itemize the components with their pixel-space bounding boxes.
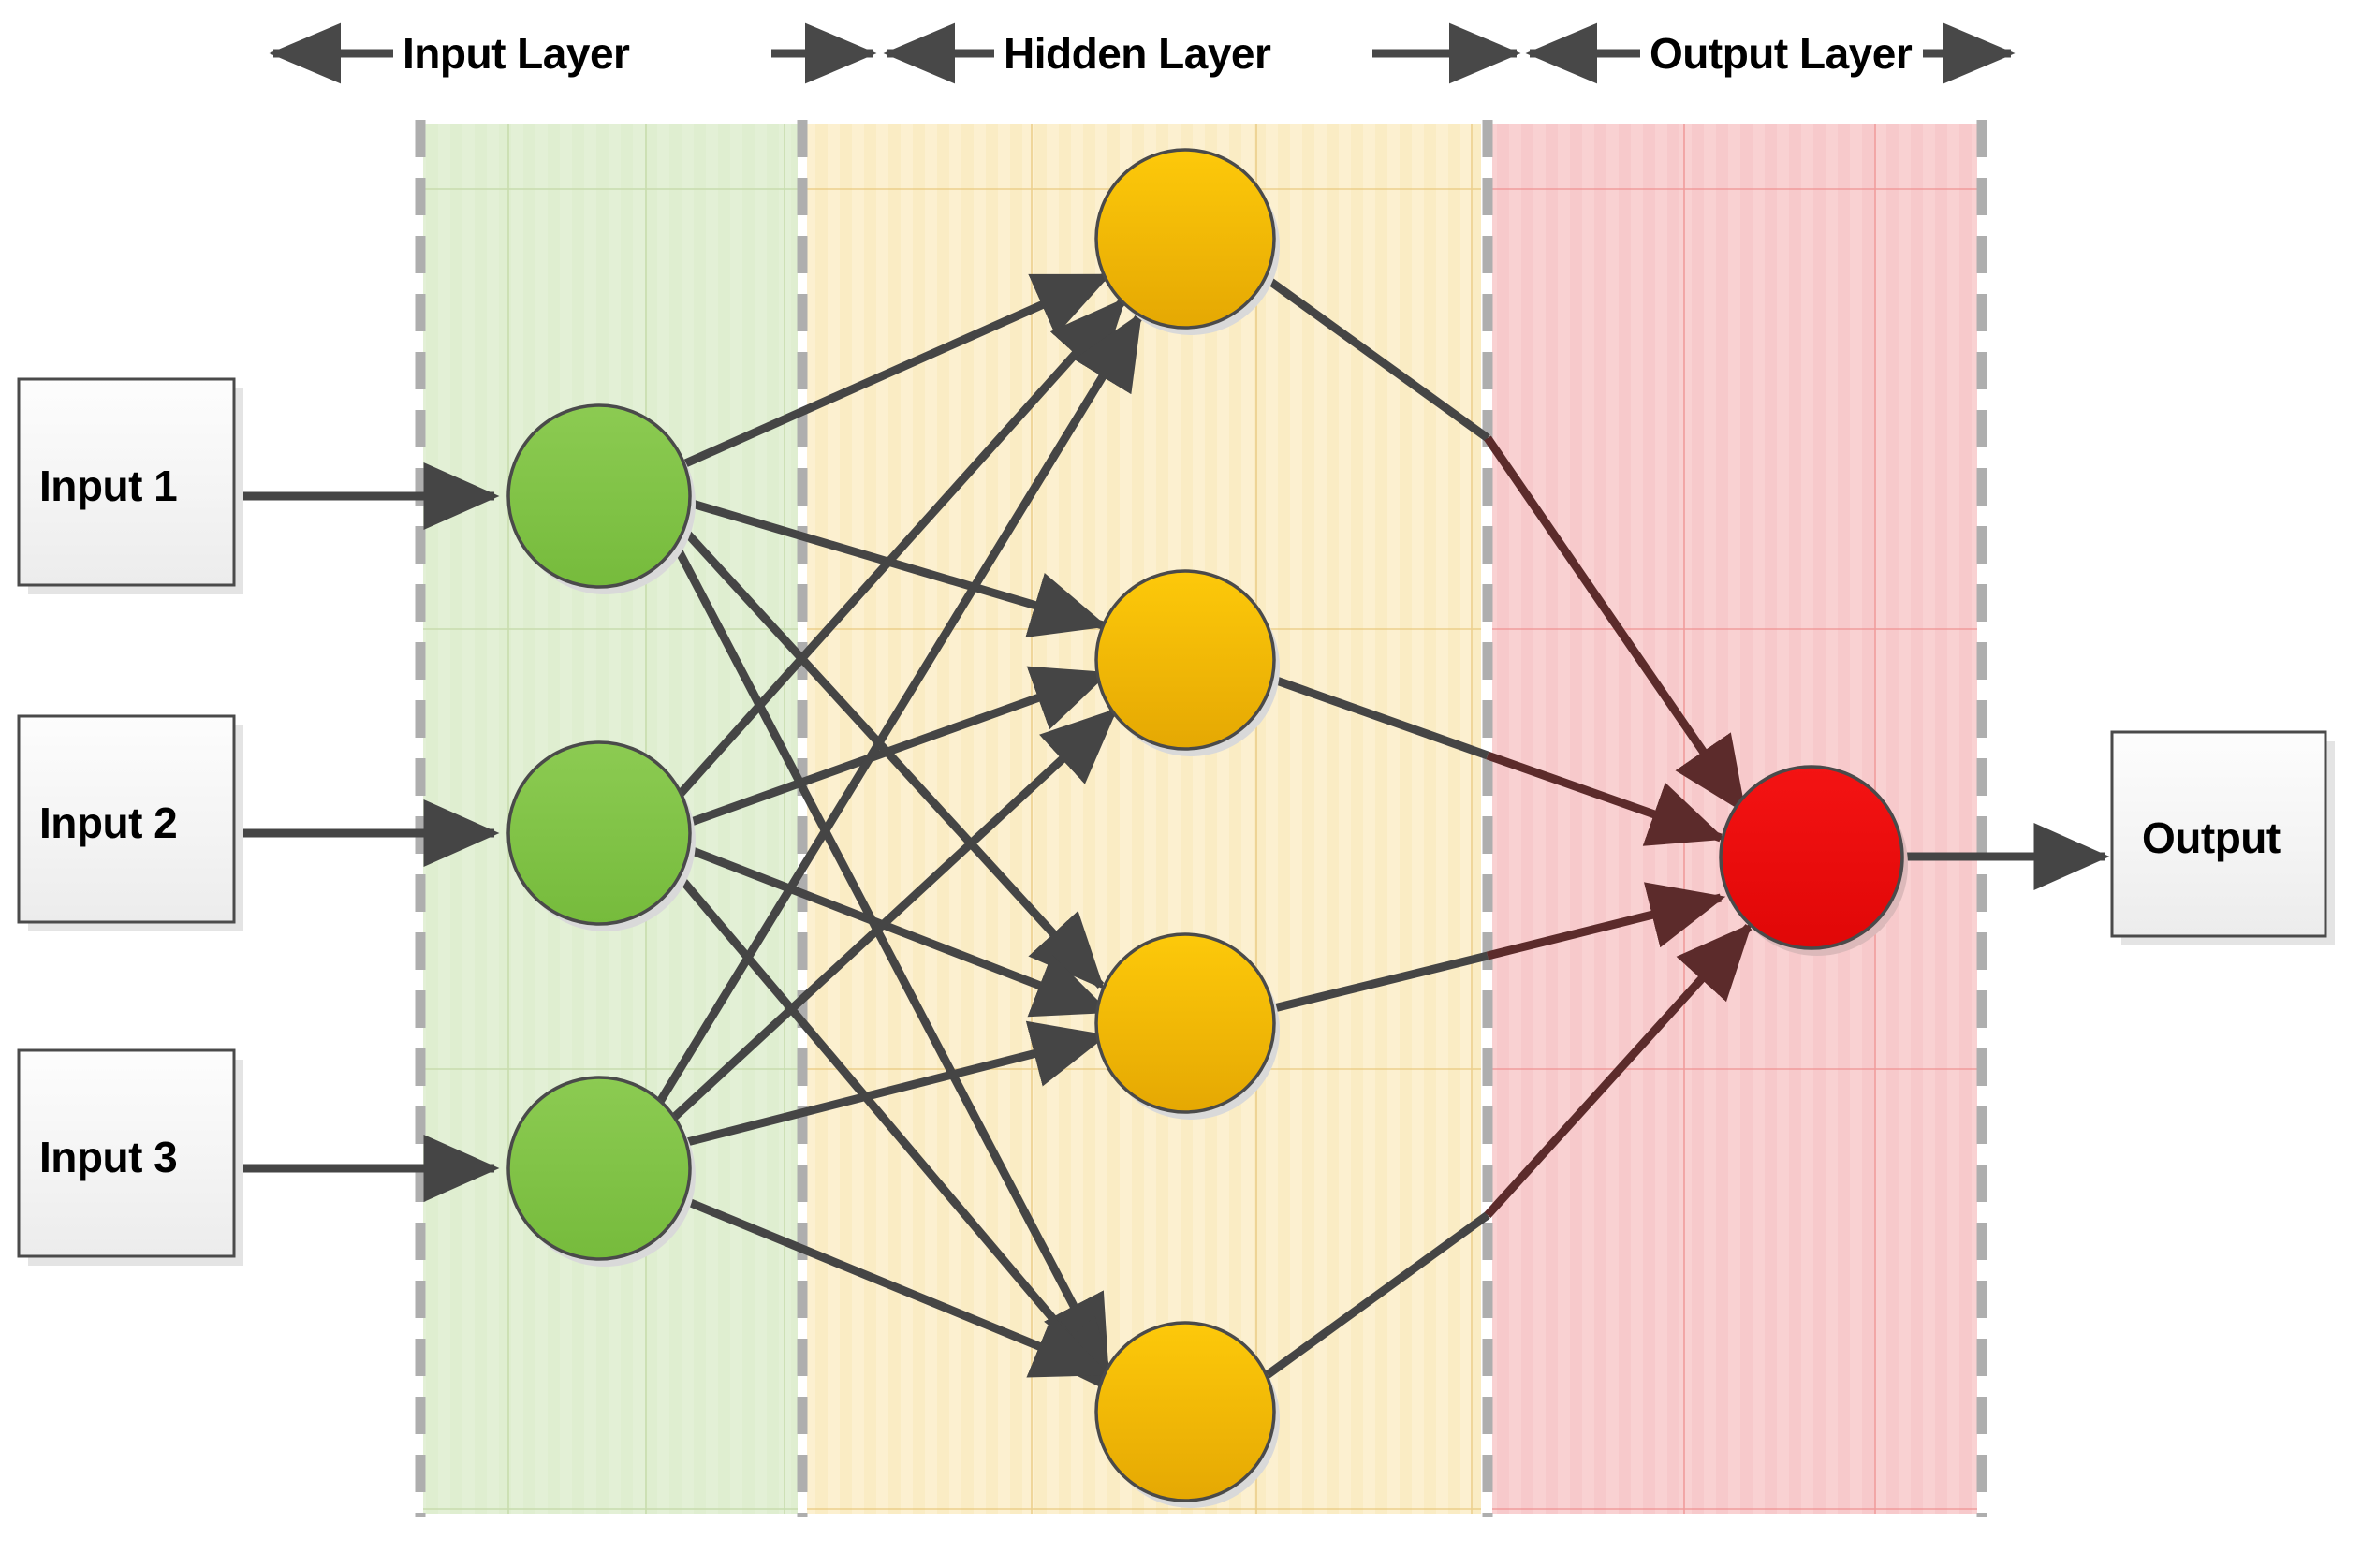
layer-header-output: Output Layer bbox=[1650, 29, 1913, 78]
edges-box-to-input bbox=[236, 462, 500, 1202]
edge-h1-out-b bbox=[1484, 435, 1747, 814]
output-box-1[interactable] bbox=[2110, 730, 2327, 938]
edge-i1-h4 bbox=[669, 537, 1110, 1373]
input-box-2[interactable] bbox=[17, 714, 236, 924]
edge-i1-h3 bbox=[677, 522, 1105, 989]
edges-input-to-hidden bbox=[652, 271, 1143, 1397]
edge-h4-out-a bbox=[1263, 1211, 1490, 1380]
edge-i3-h2 bbox=[663, 708, 1118, 1128]
layer-header-input: Input Layer bbox=[403, 29, 630, 78]
input-box-3-label: Input 3 bbox=[39, 1133, 178, 1181]
edge-i3-h3 bbox=[678, 1020, 1108, 1149]
output-box-1-label: Output bbox=[2142, 813, 2281, 862]
edge-h3-out-b bbox=[1486, 882, 1726, 960]
edge-h2-out-b bbox=[1486, 751, 1726, 846]
edge-i2-h2 bbox=[684, 666, 1110, 828]
edge-i3-h1 bbox=[652, 312, 1143, 1112]
hidden-node-3[interactable] bbox=[1094, 932, 1276, 1114]
edge-h3-out-a bbox=[1269, 951, 1489, 1014]
layer-header-hidden: Hidden Layer bbox=[1004, 29, 1271, 78]
edge-i1-h2 bbox=[687, 498, 1108, 638]
input-box-3[interactable] bbox=[17, 1048, 236, 1258]
hidden-layer-nodes bbox=[1094, 148, 1280, 1508]
hidden-node-4[interactable] bbox=[1094, 1321, 1276, 1502]
band-dividers bbox=[415, 120, 1987, 1517]
hidden-band bbox=[807, 124, 1481, 1514]
input-box-1[interactable] bbox=[17, 377, 236, 587]
edge-i3-h4 bbox=[684, 1196, 1109, 1378]
input-node-3[interactable] bbox=[506, 1076, 692, 1261]
input-box-2-label: Input 2 bbox=[39, 799, 178, 847]
output-layer-nodes bbox=[1719, 765, 1908, 956]
edge-i2-h3 bbox=[683, 843, 1111, 1018]
edge-h2-out-a bbox=[1269, 674, 1489, 760]
edges-hidden-to-output-grey bbox=[1263, 274, 1490, 1380]
edge-h1-out-a bbox=[1263, 274, 1490, 442]
hidden-node-1[interactable] bbox=[1094, 148, 1276, 330]
edge-i1-h1 bbox=[682, 271, 1111, 469]
input-layer-nodes bbox=[506, 403, 696, 1267]
output-node-1[interactable] bbox=[1719, 765, 1904, 950]
input-box-1-label: Input 1 bbox=[39, 462, 178, 510]
input-node-1[interactable] bbox=[506, 403, 692, 589]
edges-hidden-to-output-maroon bbox=[1484, 435, 1753, 1219]
edge-i2-h1 bbox=[674, 297, 1126, 800]
io-boxes bbox=[17, 377, 2335, 1266]
hidden-node-2[interactable] bbox=[1094, 569, 1276, 751]
input-node-2[interactable] bbox=[506, 740, 692, 926]
edge-h4-out-b bbox=[1484, 922, 1753, 1219]
